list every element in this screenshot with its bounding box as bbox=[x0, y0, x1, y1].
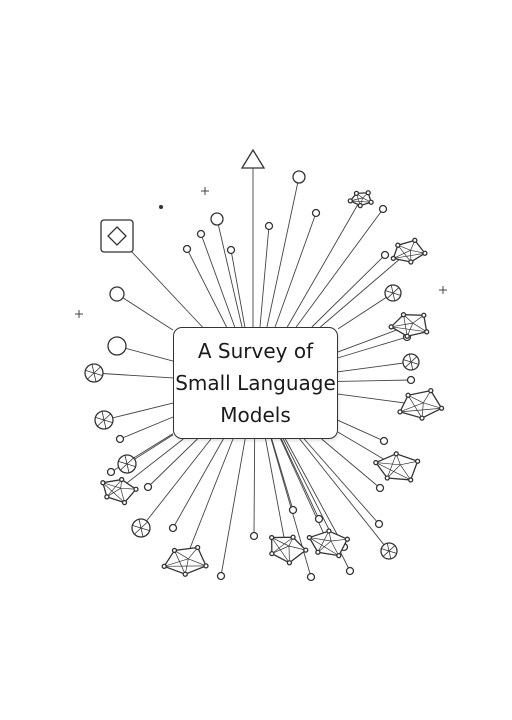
connector-line bbox=[184, 438, 234, 562]
connector-line bbox=[116, 345, 174, 362]
title-line-3: Models bbox=[220, 403, 291, 427]
polyhedron-icon bbox=[397, 387, 445, 421]
connector-line bbox=[284, 438, 345, 548]
wheel-icon bbox=[380, 542, 398, 560]
wheel-icon bbox=[84, 363, 104, 383]
connector-line bbox=[271, 438, 294, 511]
connector-line bbox=[321, 438, 381, 489]
node-circle-icon bbox=[143, 482, 153, 492]
node-circle-icon bbox=[379, 436, 389, 446]
connector-line bbox=[295, 208, 384, 328]
wheel-icon bbox=[94, 410, 114, 430]
polyhedron-icon bbox=[100, 476, 139, 506]
connector-line bbox=[103, 402, 174, 421]
polyhedron-icon bbox=[161, 544, 209, 577]
polyhedron-icon bbox=[306, 528, 350, 559]
node-circle-icon bbox=[264, 221, 274, 231]
connector-line bbox=[172, 438, 224, 529]
node-circle-icon bbox=[378, 204, 388, 214]
connector-line bbox=[253, 438, 256, 537]
connector-line bbox=[147, 438, 198, 488]
wheel-icon bbox=[384, 284, 402, 302]
node-circle-icon bbox=[406, 375, 416, 385]
node-circle-icon bbox=[375, 483, 385, 493]
node-circle-icon bbox=[168, 523, 178, 533]
sparkle-dot bbox=[158, 204, 164, 210]
connector-line bbox=[116, 293, 174, 331]
node-circle-icon bbox=[109, 286, 125, 302]
connector-line bbox=[286, 198, 362, 328]
connector-line bbox=[274, 212, 317, 328]
polyhedron-icon bbox=[388, 312, 430, 339]
connector-line bbox=[119, 416, 174, 440]
node-circle-icon bbox=[106, 467, 116, 477]
plus-sparkle-icon bbox=[439, 286, 447, 294]
polyhedron-icon bbox=[390, 237, 428, 265]
node-circle-icon bbox=[182, 244, 192, 254]
node-circle-icon bbox=[115, 434, 125, 444]
title-box: A Survey of Small Language Models bbox=[173, 327, 338, 439]
connector-line bbox=[259, 225, 270, 328]
connector-line bbox=[320, 251, 409, 328]
wheel-icon bbox=[131, 518, 151, 538]
plus-sparkle-icon bbox=[201, 187, 209, 195]
connector-line bbox=[265, 438, 287, 549]
connector-line bbox=[311, 254, 386, 328]
title-line-2: Small Language bbox=[175, 371, 336, 395]
connector-line bbox=[230, 249, 246, 328]
node-circle-icon bbox=[314, 514, 324, 524]
polyhedron-icon bbox=[269, 534, 309, 566]
node-circle-icon bbox=[374, 519, 384, 529]
connector-line bbox=[140, 438, 212, 529]
node-circle-icon bbox=[107, 336, 127, 356]
node-circle-icon bbox=[210, 212, 224, 226]
connector-line bbox=[280, 438, 329, 544]
connector-line bbox=[337, 361, 412, 373]
node-circle-icon bbox=[249, 531, 259, 541]
connector-line bbox=[303, 438, 380, 525]
plus-sparkle-icon bbox=[75, 310, 83, 318]
node-circle-icon bbox=[345, 566, 355, 576]
polyhedron-icon bbox=[373, 451, 421, 483]
connector-line bbox=[93, 372, 174, 379]
connector-line bbox=[186, 248, 227, 328]
node-circle-icon bbox=[292, 170, 306, 184]
connector-line bbox=[216, 218, 243, 328]
node-circle-icon bbox=[311, 208, 321, 218]
diamond-in-square-icon bbox=[100, 219, 134, 253]
node-circle-icon bbox=[380, 250, 390, 260]
wheel-icon bbox=[402, 353, 420, 371]
connector-line bbox=[337, 379, 412, 382]
connector-line bbox=[117, 438, 184, 491]
wheel-icon bbox=[117, 454, 137, 474]
connector-line bbox=[337, 336, 408, 359]
triangle-arrow-icon bbox=[240, 148, 266, 169]
node-circle-icon bbox=[226, 245, 236, 255]
title-line-1: A Survey of bbox=[197, 339, 314, 363]
connector-line bbox=[280, 438, 320, 520]
connector-line bbox=[299, 438, 390, 552]
node-circle-icon bbox=[288, 505, 298, 515]
connector-line bbox=[220, 438, 246, 577]
connector-line bbox=[337, 292, 394, 330]
polyhedron-icon bbox=[347, 190, 374, 209]
node-circle-icon bbox=[216, 571, 226, 581]
connector-line bbox=[337, 419, 385, 442]
connector-line bbox=[266, 176, 300, 328]
node-shapes bbox=[75, 148, 447, 582]
node-circle-icon bbox=[306, 572, 316, 582]
node-circle-icon bbox=[196, 229, 206, 239]
connector-line bbox=[200, 233, 236, 328]
